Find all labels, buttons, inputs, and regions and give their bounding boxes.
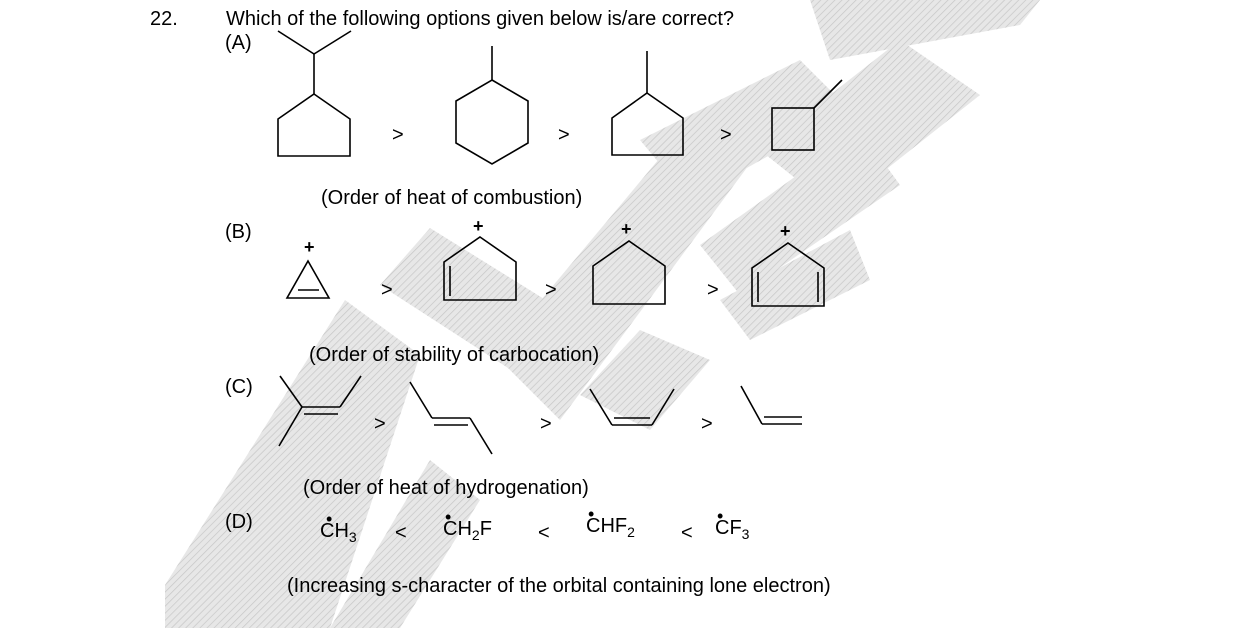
operator-d-3: < (681, 522, 693, 544)
operator-a-3: > (720, 124, 732, 146)
question-number: 22. (150, 8, 178, 30)
structure-a1-isopropylcyclopentane (277, 30, 352, 157)
option-label-a: (A) (225, 32, 252, 54)
charge-b-1: + (304, 237, 315, 257)
radical-d-3-base: CHF (586, 515, 628, 537)
radical-d-2-tail: F (479, 518, 492, 540)
structure-b2-cyclopentenyl-cation (443, 236, 517, 301)
caption-option-a: (Order of heat of combustion) (321, 187, 583, 209)
structure-a3-methylcyclopentane (611, 51, 684, 156)
structure-b4-cyclopentadienyl-cation (751, 242, 825, 307)
radical-d-3: •CHF2 (586, 504, 635, 540)
structure-a4-methylcyclobutane (771, 79, 843, 151)
caption-option-d: (Increasing s-character of the orbital c… (287, 575, 831, 597)
radical-d-3-sub: 2 (627, 524, 635, 540)
radical-d-2-base: CH (443, 518, 472, 540)
structure-c3-cis-alkene (589, 388, 675, 426)
charge-b-3: + (621, 219, 632, 239)
operator-c-2: > (540, 413, 552, 435)
option-label-b: (B) (225, 221, 252, 243)
operator-c-3: > (701, 413, 713, 435)
operator-d-2: < (538, 522, 550, 544)
charge-b-2: + (473, 216, 484, 236)
operator-b-3: > (707, 279, 719, 301)
charge-b-4: + (780, 221, 791, 241)
radical-d-4: •CF3 (715, 506, 750, 542)
caption-option-b: (Order of stability of carbocation) (309, 344, 600, 366)
radical-d-4-sub: 3 (741, 526, 750, 542)
operator-b-1: > (381, 279, 393, 301)
structure-a2-methylcyclohexane (455, 46, 529, 165)
radical-d-2-sub: 2 (471, 527, 480, 543)
radical-d-1-base: CH (320, 520, 349, 542)
structure-c1-trisubstituted-alkene (278, 375, 362, 447)
radical-d-4-base: CF (715, 517, 742, 539)
radical-d-2: •CH2F (443, 507, 492, 543)
operator-a-2: > (558, 124, 570, 146)
option-label-d: (D) (225, 511, 253, 533)
radical-d-1-sub: 3 (348, 529, 357, 545)
operator-d-1: < (395, 522, 407, 544)
radical-d-1: •CH3 (320, 509, 357, 545)
operator-a-1: > (392, 124, 404, 146)
operator-c-1: > (374, 413, 386, 435)
structure-b1-cyclopropenyl-cation (285, 259, 331, 299)
caption-option-c: (Order of heat of hydrogenation) (303, 477, 589, 499)
option-label-c: (C) (225, 376, 253, 398)
structure-c2-trans-alkene (409, 381, 493, 455)
operator-b-2: > (545, 279, 557, 301)
structure-b3-cyclopentyl-cation (592, 240, 666, 305)
question-text: Which of the following options given bel… (226, 8, 735, 30)
structure-c4-propene (740, 385, 802, 425)
